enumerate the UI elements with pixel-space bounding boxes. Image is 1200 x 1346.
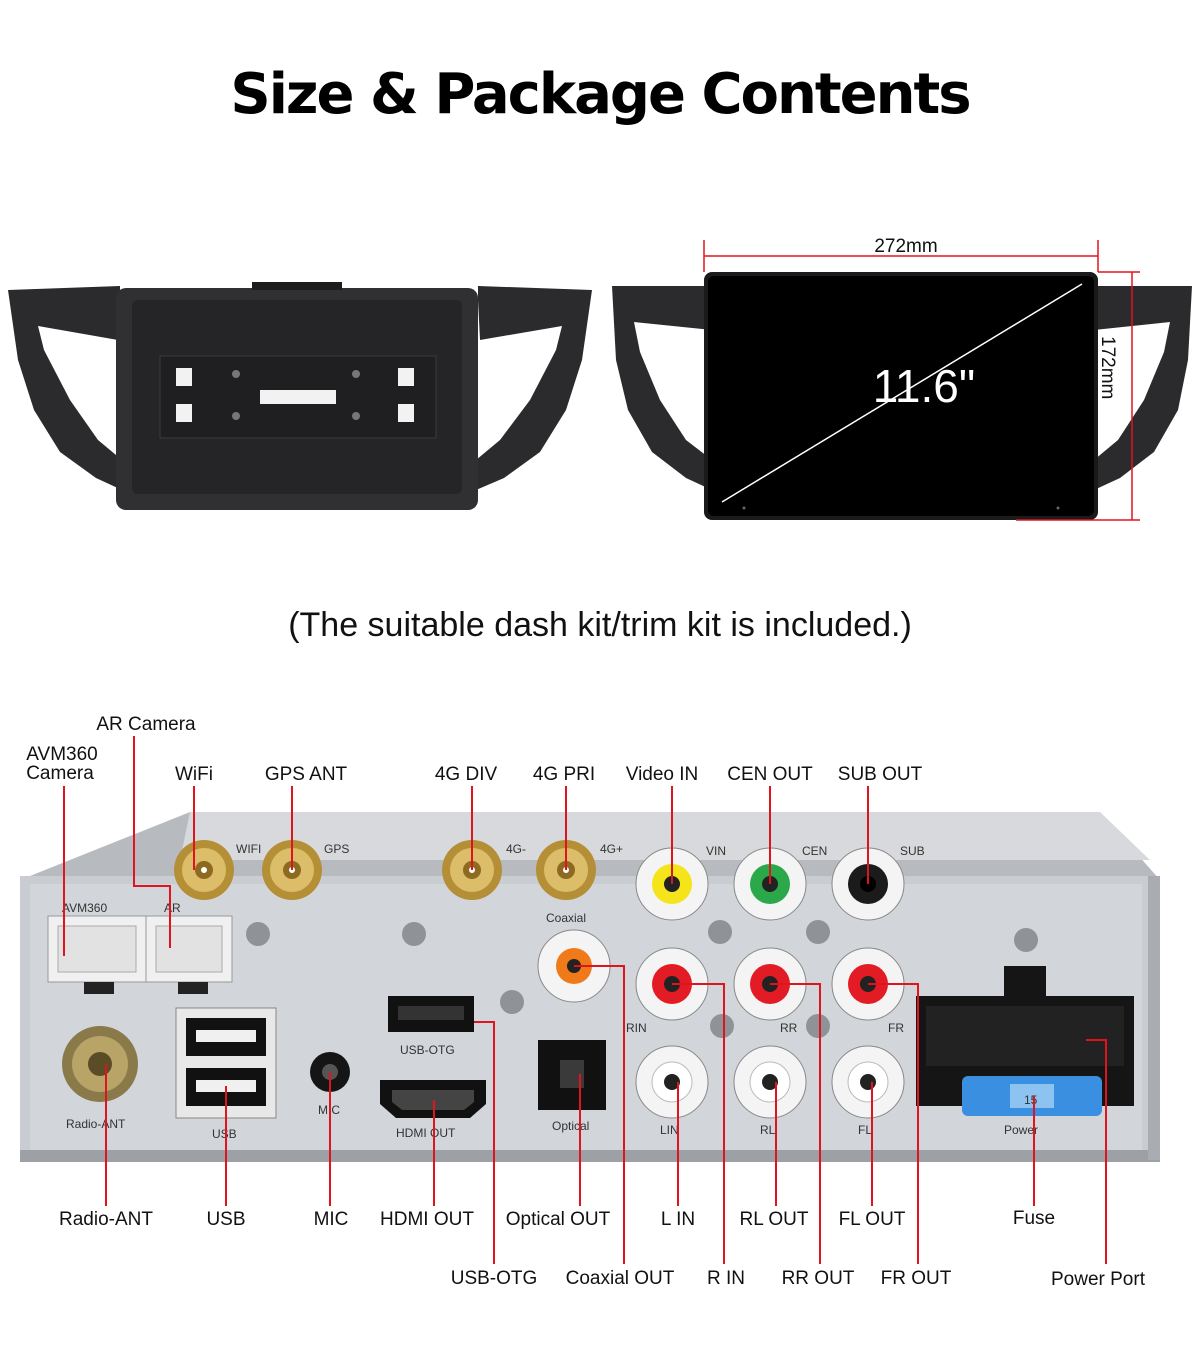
svg-text:SUB: SUB bbox=[900, 844, 925, 858]
svg-text:VIN: VIN bbox=[706, 844, 726, 858]
svg-text:FR: FR bbox=[888, 1021, 904, 1035]
screen-size-label: 11.6" bbox=[873, 360, 975, 412]
label-4g-pri: 4G PRI bbox=[533, 764, 595, 785]
label-power-port: Power Port bbox=[1051, 1269, 1146, 1290]
label-coaxial-out: Coaxial OUT bbox=[566, 1268, 675, 1289]
svg-text:LIN: LIN bbox=[660, 1123, 679, 1137]
usb-otg-port-icon bbox=[388, 996, 474, 1032]
height-dimension bbox=[1016, 271, 1140, 521]
dash-frame-image bbox=[8, 282, 592, 510]
label-optical-out: Optical OUT bbox=[506, 1209, 611, 1230]
label-usb-otg: USB-OTG bbox=[451, 1268, 538, 1289]
label-ar-camera: AR Camera bbox=[96, 714, 196, 735]
avm360-port-icon bbox=[47, 915, 147, 994]
label-hdmi-out: HDMI OUT bbox=[380, 1209, 474, 1230]
svg-text:Radio-ANT: Radio-ANT bbox=[66, 1117, 126, 1131]
radio-ant-port-icon bbox=[62, 1026, 138, 1102]
label-rl-out: RL OUT bbox=[740, 1209, 809, 1230]
label-video-in: Video IN bbox=[626, 764, 699, 785]
svg-text:RR: RR bbox=[780, 1021, 798, 1035]
rl-jack-icon bbox=[733, 1045, 807, 1119]
label-sub-out: SUB OUT bbox=[838, 764, 923, 785]
svg-text:CEN: CEN bbox=[802, 844, 827, 858]
svg-text:4G+: 4G+ bbox=[600, 842, 623, 856]
width-label: 272mm bbox=[874, 236, 937, 257]
label-gps-ant: GPS ANT bbox=[265, 764, 348, 785]
svg-text:USB-OTG: USB-OTG bbox=[400, 1043, 455, 1057]
svg-text:Coaxial: Coaxial bbox=[546, 911, 586, 925]
callout-lines bbox=[63, 736, 1107, 1264]
svg-text:4G-: 4G- bbox=[506, 842, 526, 856]
fl-jack-icon bbox=[831, 1045, 905, 1119]
svg-text:USB: USB bbox=[212, 1127, 237, 1141]
screen-frame-image bbox=[612, 272, 1192, 520]
label-avm360-line1: AVM360 bbox=[26, 744, 97, 765]
label-fuse: Fuse bbox=[1013, 1208, 1055, 1229]
svg-text:Power: Power bbox=[1004, 1123, 1038, 1137]
wifi-connector-icon bbox=[174, 840, 234, 900]
svg-text:15: 15 bbox=[1024, 1093, 1038, 1107]
label-wifi: WiFi bbox=[175, 764, 213, 785]
svg-text:Optical: Optical bbox=[552, 1119, 589, 1133]
width-dimension bbox=[703, 240, 1099, 272]
label-usb: USB bbox=[206, 1209, 245, 1230]
label-fr-out: FR OUT bbox=[881, 1268, 952, 1289]
svg-text:WIFI: WIFI bbox=[236, 842, 261, 856]
svg-text:HDMI OUT: HDMI OUT bbox=[396, 1126, 456, 1140]
ar-port-icon bbox=[145, 915, 233, 994]
svg-text:AR: AR bbox=[164, 901, 181, 915]
label-mic: MIC bbox=[314, 1209, 349, 1230]
back-panel-image: WIFI GPS 4G- 4G+ VIN CEN SUB AVM360 AR C… bbox=[20, 812, 1160, 1162]
svg-text:AVM360: AVM360 bbox=[62, 901, 107, 915]
svg-text:GPS: GPS bbox=[324, 842, 349, 856]
page-title: Size & Package Contents bbox=[230, 62, 971, 127]
lin-jack-icon bbox=[635, 1045, 709, 1119]
label-radio-ant: Radio-ANT bbox=[59, 1209, 153, 1230]
svg-text:RL: RL bbox=[760, 1123, 776, 1137]
label-4g-div: 4G DIV bbox=[435, 764, 498, 785]
height-label: 172mm bbox=[1097, 336, 1118, 399]
label-avm360-line2: Camera bbox=[26, 763, 94, 784]
svg-text:RIN: RIN bbox=[626, 1021, 647, 1035]
label-r-in: R IN bbox=[707, 1268, 745, 1289]
svg-text:FL: FL bbox=[858, 1123, 872, 1137]
optical-port-icon bbox=[538, 1040, 606, 1110]
label-cen-out: CEN OUT bbox=[727, 764, 813, 785]
label-fl-out: FL OUT bbox=[839, 1209, 906, 1230]
label-rr-out: RR OUT bbox=[782, 1268, 855, 1289]
dash-kit-note: (The suitable dash kit/trim kit is inclu… bbox=[288, 606, 912, 644]
fuse-icon bbox=[962, 1076, 1102, 1116]
label-l-in: L IN bbox=[661, 1209, 695, 1230]
